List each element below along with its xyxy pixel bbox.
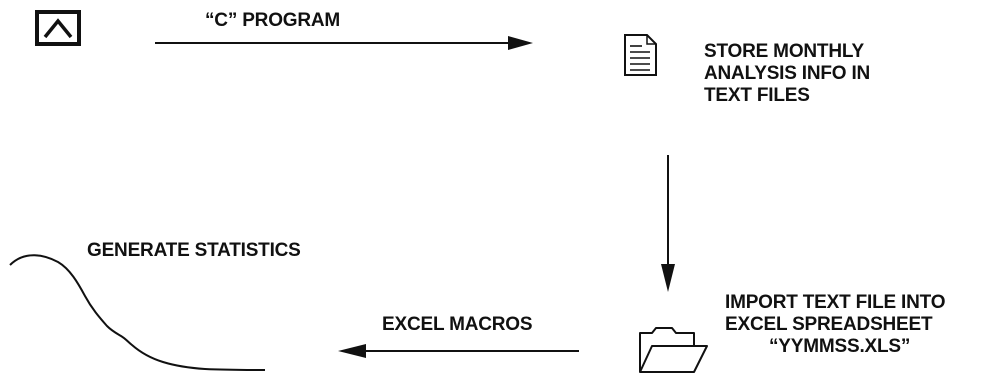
store-line-1: STORE MONTHLY [704, 41, 864, 62]
store-line-2: ANALYSIS INFO IN [704, 63, 871, 84]
import-line-1: IMPORT TEXT FILE INTO [725, 292, 946, 313]
up-chevron-box-icon [35, 10, 81, 46]
open-folder-icon [639, 327, 708, 373]
document-icon [624, 34, 657, 76]
c-program-label: “C” PROGRAM [205, 10, 341, 31]
store-text-files-label: STORE MONTHLY ANALYSIS INFO IN TEXT FILE… [704, 41, 870, 107]
import-spreadsheet-label: IMPORT TEXT FILE INTO EXCEL SPREADSHEET … [725, 292, 997, 358]
store-line-3: TEXT FILES [704, 85, 810, 106]
arrow-excel-macros [338, 344, 579, 358]
curve-icon [9, 254, 266, 371]
import-line-2: EXCEL SPREADSHEET [725, 314, 933, 335]
generate-statistics-label: GENERATE STATISTICS [87, 240, 301, 261]
arrow-import [661, 155, 675, 292]
arrow-c-program [155, 36, 533, 50]
import-line-3: “YYMMSS.XLS” [769, 336, 911, 357]
excel-macros-label: EXCEL MACROS [382, 314, 533, 335]
